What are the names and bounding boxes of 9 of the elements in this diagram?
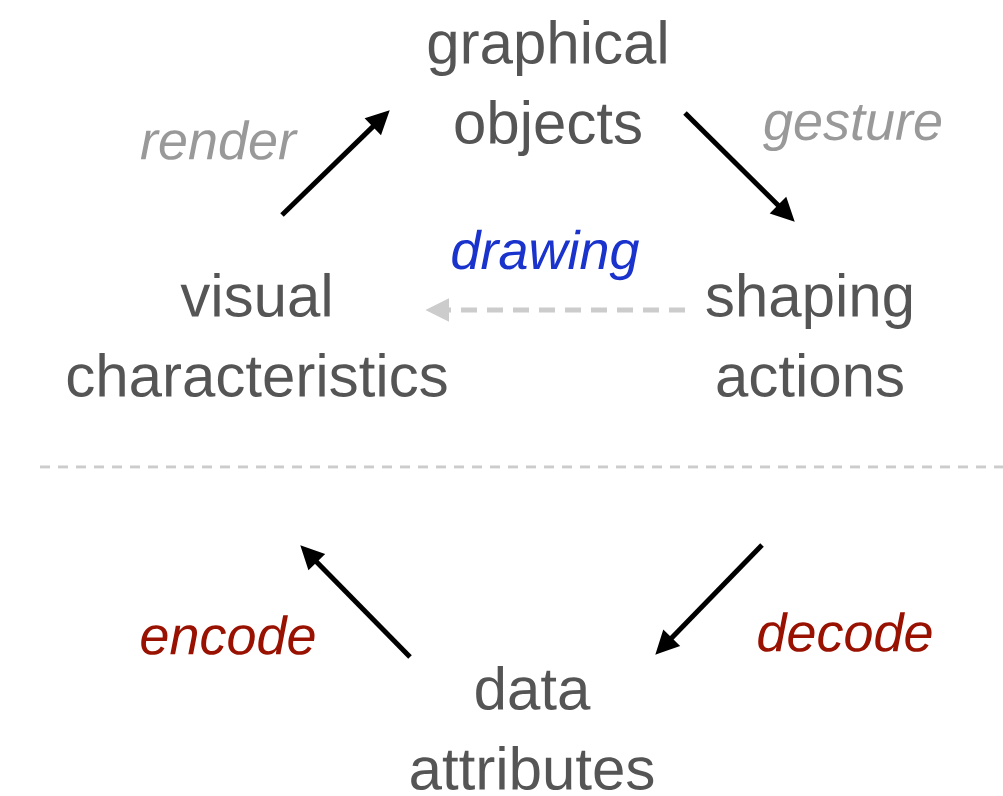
edge-label: encode [141, 615, 315, 655]
node-label: data attributes [411, 665, 654, 790]
node-label: visual characteristics [67, 272, 447, 397]
edge-label: decode [758, 612, 932, 652]
node-label: shaping actions [706, 272, 912, 397]
edge-label: drawing [452, 229, 640, 281]
node-label: graphical objects [428, 20, 666, 156]
edge-label: render [140, 120, 298, 160]
edge-label: gesture [763, 104, 942, 152]
